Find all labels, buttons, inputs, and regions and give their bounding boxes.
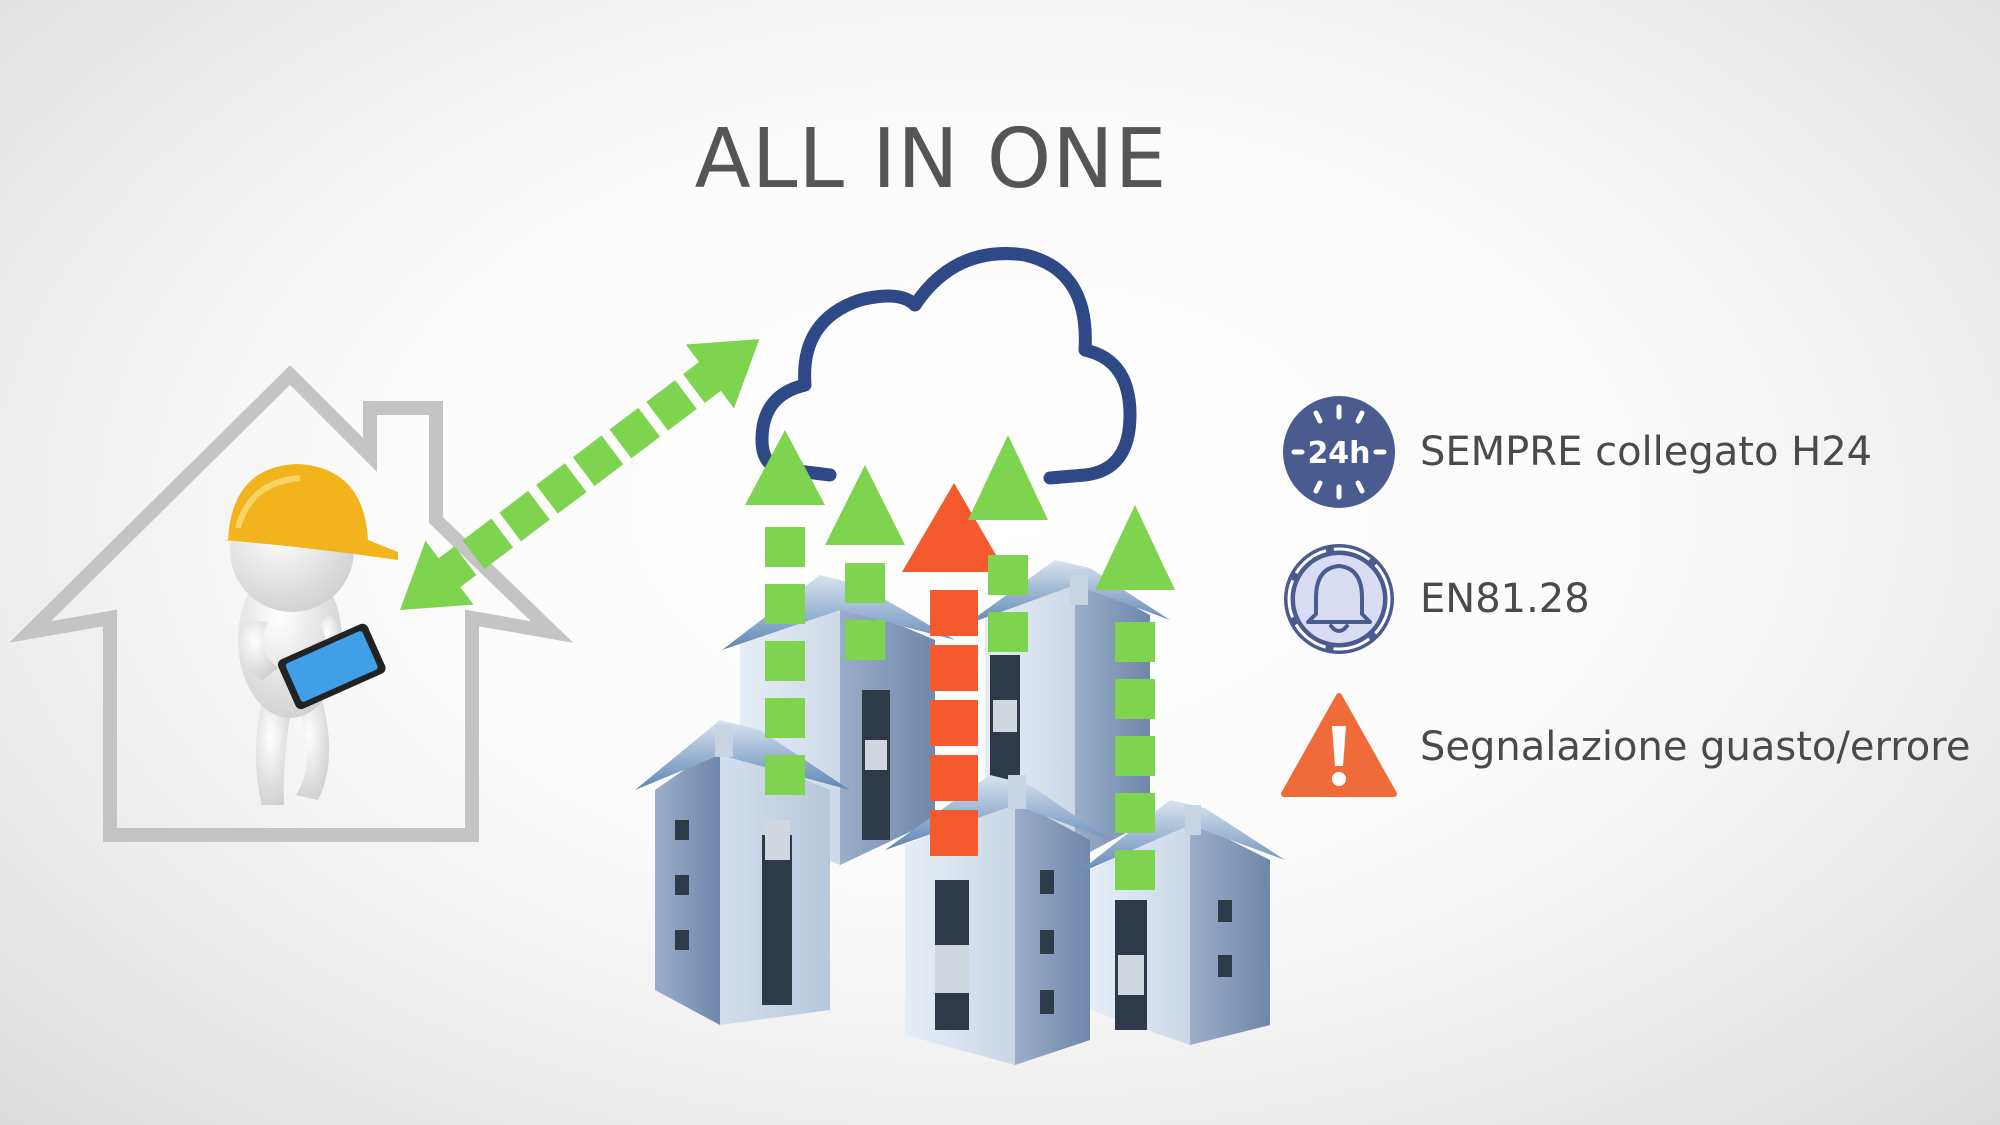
technician-figure xyxy=(222,464,398,805)
house-outline xyxy=(9,365,574,842)
feature-label: Segnalazione guasto/errore xyxy=(1420,724,1971,770)
feature-h24: 24h SEMPRE collegato H24 xyxy=(1280,393,1872,511)
upload-arrow xyxy=(968,435,1048,652)
building xyxy=(885,775,1110,1065)
slide-title: ALL IN ONE xyxy=(694,112,1168,207)
upload-arrow xyxy=(825,465,905,660)
building xyxy=(635,720,850,1025)
24h-clock-text: 24h xyxy=(1307,436,1370,471)
feature-en81: EN81.28 xyxy=(1280,540,1590,658)
warning-triangle-icon xyxy=(1281,693,1397,797)
upload-arrow xyxy=(745,430,825,795)
alarm-arrow xyxy=(902,483,1006,856)
upload-arrow xyxy=(1095,505,1175,890)
cloud-icon xyxy=(755,247,1137,485)
feature-label: SEMPRE collegato H24 xyxy=(1420,429,1873,475)
feature-alarm: Segnalazione guasto/errore xyxy=(1280,688,1970,806)
bell-icon xyxy=(1284,544,1394,654)
cloud-link-arrow xyxy=(400,339,760,610)
24h-clock-icon: 24h xyxy=(1283,396,1395,508)
feature-label: EN81.28 xyxy=(1420,576,1590,622)
